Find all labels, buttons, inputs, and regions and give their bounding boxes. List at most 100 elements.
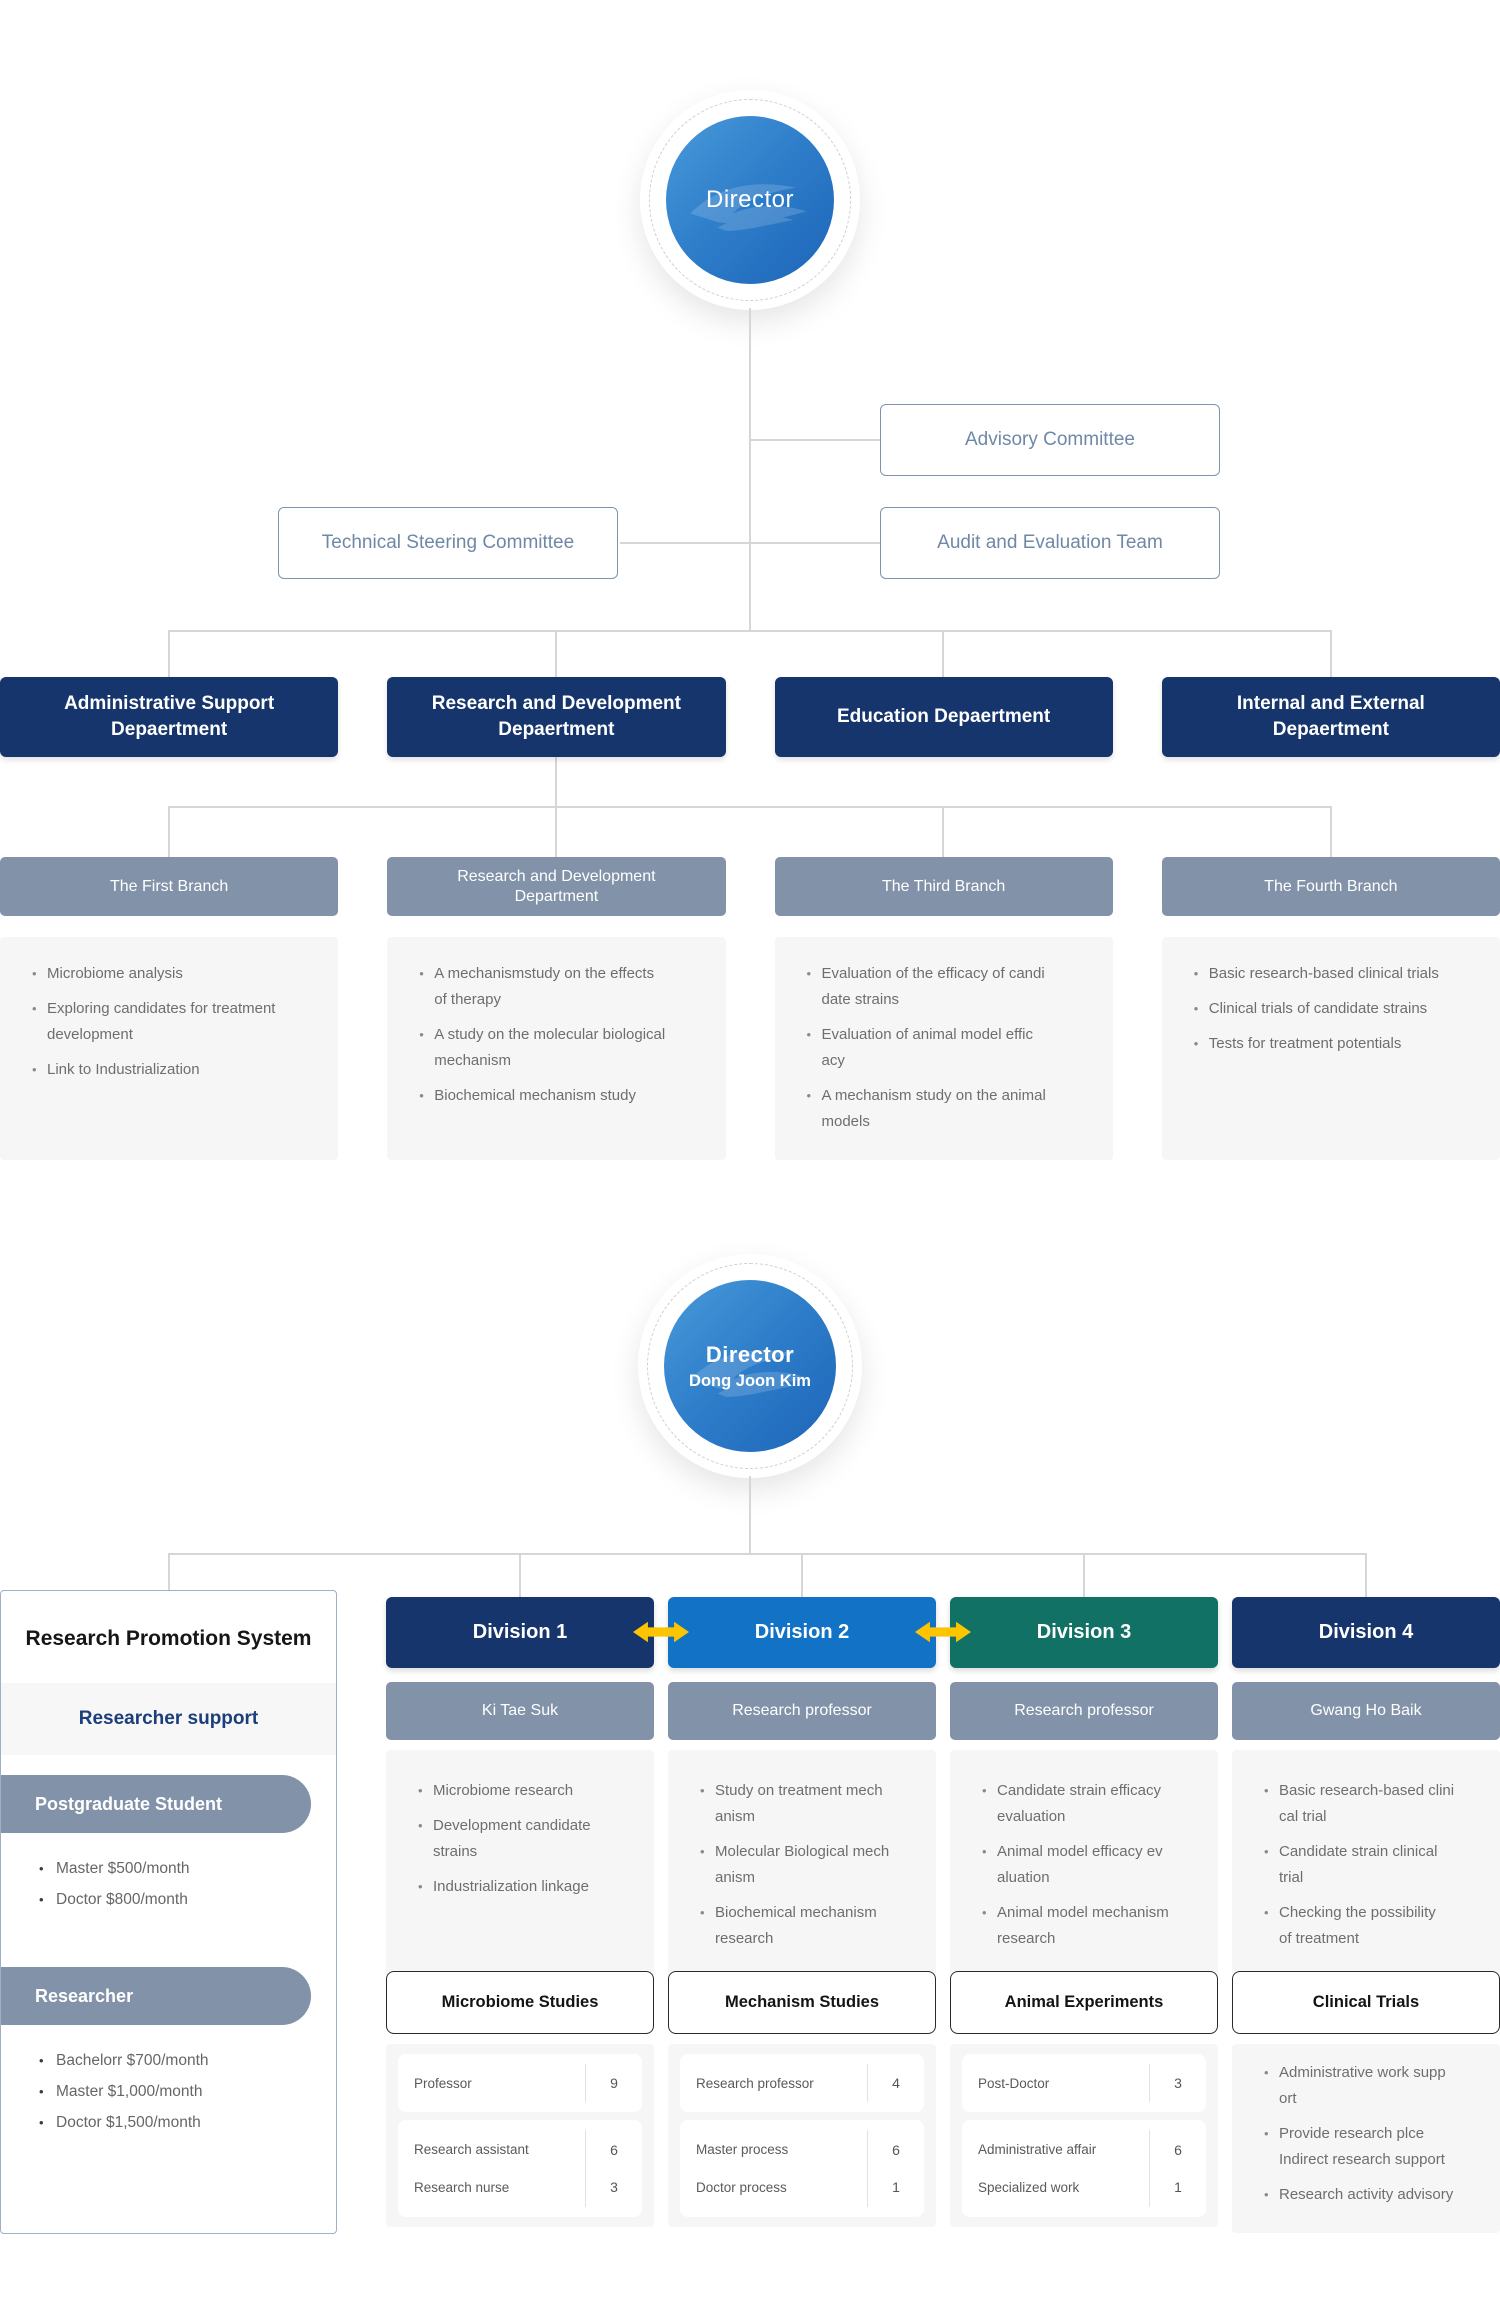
connector-line — [168, 806, 170, 857]
study-box: Mechanism Studies — [668, 1971, 936, 2034]
branch-box: The Fourth Branch — [1161, 857, 1500, 916]
division-4-notes-panel: Administrative work supp ort Provide res… — [1232, 2044, 1500, 2233]
study-box: Microbiome Studies — [386, 1971, 654, 2034]
staff-card: Administrative affair 6 Specialized work… — [962, 2120, 1206, 2217]
division-4-box: Division 4 — [1232, 1597, 1500, 1668]
staff-row: Research nurse 3 — [398, 2179, 642, 2195]
division-lead-box: Ki Tae Suk — [386, 1682, 654, 1740]
staff-count: 6 — [1174, 2141, 1182, 2158]
staff-row: Professor 9 — [398, 2075, 642, 2091]
staff-role: Research nurse — [414, 2179, 510, 2195]
division-header-row: Division 1 Division 2 Division 3 Divisio… — [386, 1597, 1500, 1668]
staff-role: Master process — [696, 2142, 789, 2158]
list-item: Administrative work supp ort — [1262, 2060, 1482, 2112]
postgraduate-student-pill: Postgraduate Student — [1, 1775, 311, 1833]
list-item: A mechanismstudy on the effects of thera… — [417, 961, 707, 1013]
connector-line — [519, 1553, 521, 1597]
list-item: Tests for treatment potentials — [1192, 1031, 1482, 1057]
staff-row: Research professor 4 — [680, 2075, 924, 2091]
department-box: Administrative Support Depaertment — [0, 677, 339, 757]
staff-count: 3 — [1174, 2075, 1182, 2091]
list-item: Study on treatment mech anism — [698, 1778, 918, 1830]
logo-watermark — [690, 183, 807, 231]
list-item: Biochemical mechanism study — [417, 1083, 707, 1109]
list-item: A mechanism study on the animal models — [805, 1083, 1095, 1135]
list-item: Research activity advisory — [1262, 2182, 1482, 2208]
staff-count: 3 — [610, 2179, 618, 2196]
division-lead-box: Research professor — [950, 1682, 1218, 1740]
bottom-director-circle: Director Dong Joon Kim — [664, 1280, 836, 1452]
staff-row: Specialized work 1 — [962, 2179, 1206, 2195]
connector-line — [801, 1553, 803, 1597]
researcher-support-band: Researcher support — [1, 1683, 336, 1755]
staff-card: Master process 6 Doctor process 1 — [680, 2120, 924, 2217]
dashed-ring — [649, 99, 851, 301]
branch-box: Research and Development Department — [387, 857, 726, 916]
division-lead-box: Gwang Ho Baik — [1232, 1682, 1500, 1740]
staff-role: Research professor — [696, 2075, 814, 2091]
list-item: Industrialization linkage — [416, 1874, 636, 1900]
bottom-director-name: Dong Joon Kim — [689, 1371, 811, 1390]
staff-role: Professor — [414, 2075, 472, 2091]
department-header-row: Administrative Support Depaertment Resea… — [0, 677, 1500, 757]
staffing-panel: Professor 9 Research assistant 6 Researc… — [386, 2044, 654, 2227]
list-item: Microbiome analysis — [30, 961, 320, 987]
branch-detail-panel: Basic research-based clinical trials Cli… — [1161, 937, 1500, 1160]
list-item: Candidate strain efficacy evaluation — [980, 1778, 1200, 1830]
connector-line — [168, 1553, 1367, 1555]
list-item: Link to Industrialization — [30, 1057, 320, 1083]
division-item-list: Basic research-based clini cal trial Can… — [1262, 1778, 1482, 1952]
department-box: Research and Development Depaertment — [387, 677, 726, 757]
connector-line — [1330, 806, 1332, 857]
top-director-node: Director — [640, 90, 860, 310]
list-item: Master $1,000/month — [39, 2076, 336, 2107]
division-2-box: Division 2 — [668, 1597, 936, 1668]
researcher-pill: Researcher — [1, 1967, 311, 2025]
bottom-director-label: Director — [705, 1341, 795, 1367]
divider — [1149, 2064, 1150, 2102]
connector-line — [1083, 1553, 1085, 1597]
list-item: Clinical trials of candidate strains — [1192, 996, 1482, 1022]
staff-count: 6 — [610, 2141, 618, 2158]
divider — [1149, 2130, 1150, 2207]
branch-header-row: The First Branch Research and Developmen… — [0, 857, 1500, 916]
staff-row: Doctor process 1 — [680, 2179, 924, 2195]
division-item-list: Candidate strain efficacy evaluation Ani… — [980, 1778, 1200, 1952]
connector-line — [1330, 630, 1332, 677]
department-box: Internal and External Depaertment — [1161, 677, 1500, 757]
staff-card: Research assistant 6 Research nurse 3 — [398, 2120, 642, 2217]
branch-item-list: Evaluation of the efficacy of candi date… — [805, 961, 1095, 1135]
divider — [867, 2130, 868, 2207]
connector-line — [169, 806, 1331, 808]
double-arrow-icon — [633, 1621, 689, 1643]
department-box: Education Depaertment — [774, 677, 1113, 757]
logo-watermark — [690, 1349, 807, 1397]
branch-detail-row: Microbiome analysis Exploring candidates… — [0, 937, 1500, 1160]
staff-role: Post-Doctor — [978, 2075, 1050, 2091]
list-item: Basic research-based clini cal trial — [1262, 1778, 1482, 1830]
bottom-director-node: Director Dong Joon Kim — [638, 1254, 862, 1478]
division-detail-panel: Microbiome research Development candidat… — [386, 1750, 654, 1977]
list-item: Provide research plce Indirect research … — [1262, 2121, 1482, 2173]
list-item: Candidate strain clinical trial — [1262, 1839, 1482, 1891]
divider — [585, 2064, 586, 2102]
staff-card: Post-Doctor 3 — [962, 2054, 1206, 2112]
connector-line — [749, 308, 751, 630]
divider — [867, 2064, 868, 2102]
staff-row: Master process 6 — [680, 2142, 924, 2158]
divider — [585, 2130, 586, 2207]
connector-line — [749, 1476, 751, 1553]
list-item: A study on the molecular biological mech… — [417, 1022, 707, 1074]
branch-detail-panel: Evaluation of the efficacy of candi date… — [774, 937, 1113, 1160]
connector-line — [555, 806, 557, 857]
dashed-ring — [647, 1263, 853, 1469]
list-item: Basic research-based clinical trials — [1192, 961, 1482, 987]
branch-item-list: Microbiome analysis Exploring candidates… — [30, 961, 320, 1083]
division-1-box: Division 1 — [386, 1597, 654, 1668]
connector-line — [942, 630, 944, 677]
division-lead-box: Research professor — [668, 1682, 936, 1740]
division-detail-panel: Study on treatment mech anism Molecular … — [668, 1750, 936, 1977]
staff-row: Post-Doctor 3 — [962, 2075, 1206, 2091]
list-item: Exploring candidates for treatment devel… — [30, 996, 320, 1048]
